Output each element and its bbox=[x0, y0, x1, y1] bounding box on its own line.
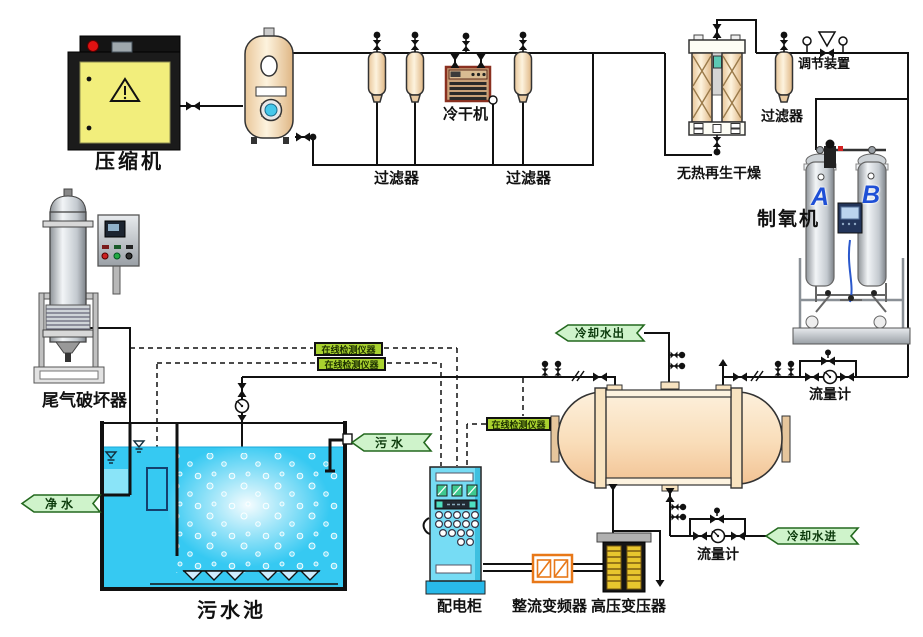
compressor-display bbox=[111, 41, 133, 53]
tail-gas-destructor bbox=[33, 188, 140, 384]
sewage-pool bbox=[100, 421, 353, 591]
clean-water-banner-text: 净水 bbox=[44, 497, 77, 511]
banner-cooling-in bbox=[764, 527, 860, 545]
tail-gas-destructor-label: 尾气破坏器 bbox=[42, 391, 127, 410]
heatless-dryer bbox=[688, 34, 746, 136]
power-cabinet bbox=[422, 466, 486, 595]
banner-cooling-out bbox=[554, 324, 646, 342]
submerged-probe bbox=[146, 467, 168, 511]
sewage-banner-text: 污水 bbox=[374, 436, 407, 450]
diffusers bbox=[182, 570, 321, 581]
online-detector-label-2: 在线检测仪器 bbox=[317, 357, 386, 371]
oxygen-generator-label: 制氧机 bbox=[757, 209, 821, 230]
compressor-label: 压缩机 bbox=[95, 151, 164, 173]
destructor-control-box bbox=[97, 214, 140, 267]
air-receiver-tank bbox=[244, 27, 294, 144]
cabinet-cable-hook bbox=[422, 517, 431, 535]
ozone-generator-vessel bbox=[550, 381, 791, 492]
hv-transformer bbox=[596, 532, 652, 593]
sewage-inlet-pipe bbox=[325, 438, 343, 473]
oxygen-control-box bbox=[837, 202, 863, 234]
filter-label-3: 过滤器 bbox=[761, 108, 803, 124]
cold-dryer-label: 冷干机 bbox=[443, 106, 489, 123]
hv-transformer-label: 高压变压器 bbox=[591, 598, 667, 615]
sewage-pool-label: 污水池 bbox=[197, 600, 266, 622]
filter-3 bbox=[513, 51, 533, 103]
rectifier-inverter bbox=[531, 553, 574, 584]
flow-banners bbox=[20, 324, 860, 545]
filter-label-2: 过滤器 bbox=[506, 170, 552, 187]
tower-b-letter: B bbox=[862, 181, 881, 209]
cold-dryer bbox=[444, 65, 498, 105]
compressor-power-button bbox=[87, 40, 99, 52]
heatless-dryer-label: 无热再生干燥 bbox=[677, 165, 761, 181]
filter-1 bbox=[367, 51, 387, 103]
cooling-out-banner-text: 冷却水出 bbox=[575, 328, 625, 340]
cooling-in-banner-text: 冷却水进 bbox=[787, 531, 837, 543]
rectifier-inverter-label: 整流变频器 bbox=[512, 598, 588, 615]
valves-and-instruments bbox=[186, 24, 854, 587]
regulator-label: 调节装置 bbox=[798, 56, 851, 71]
signal-dashed-lines bbox=[130, 347, 524, 468]
flow-meter-oxygen-label: 流量计 bbox=[809, 386, 851, 402]
compressor bbox=[67, 35, 181, 151]
banner-clean-water bbox=[20, 494, 102, 513]
oxygen-generator bbox=[792, 139, 911, 345]
filter-2 bbox=[405, 51, 425, 103]
power-cabinet-label: 配电柜 bbox=[437, 598, 483, 615]
online-detector-label-3: 在线检测仪器 bbox=[486, 417, 551, 431]
filter-label-1: 过滤器 bbox=[374, 170, 420, 187]
filter-cylinders bbox=[367, 51, 794, 103]
banner-sewage bbox=[350, 433, 433, 452]
filter-4 bbox=[774, 51, 794, 103]
flow-meter-cooling-label: 流量计 bbox=[697, 546, 739, 562]
online-detector-label-1: 在线检测仪器 bbox=[314, 342, 383, 356]
tower-a-letter: A bbox=[811, 183, 830, 211]
